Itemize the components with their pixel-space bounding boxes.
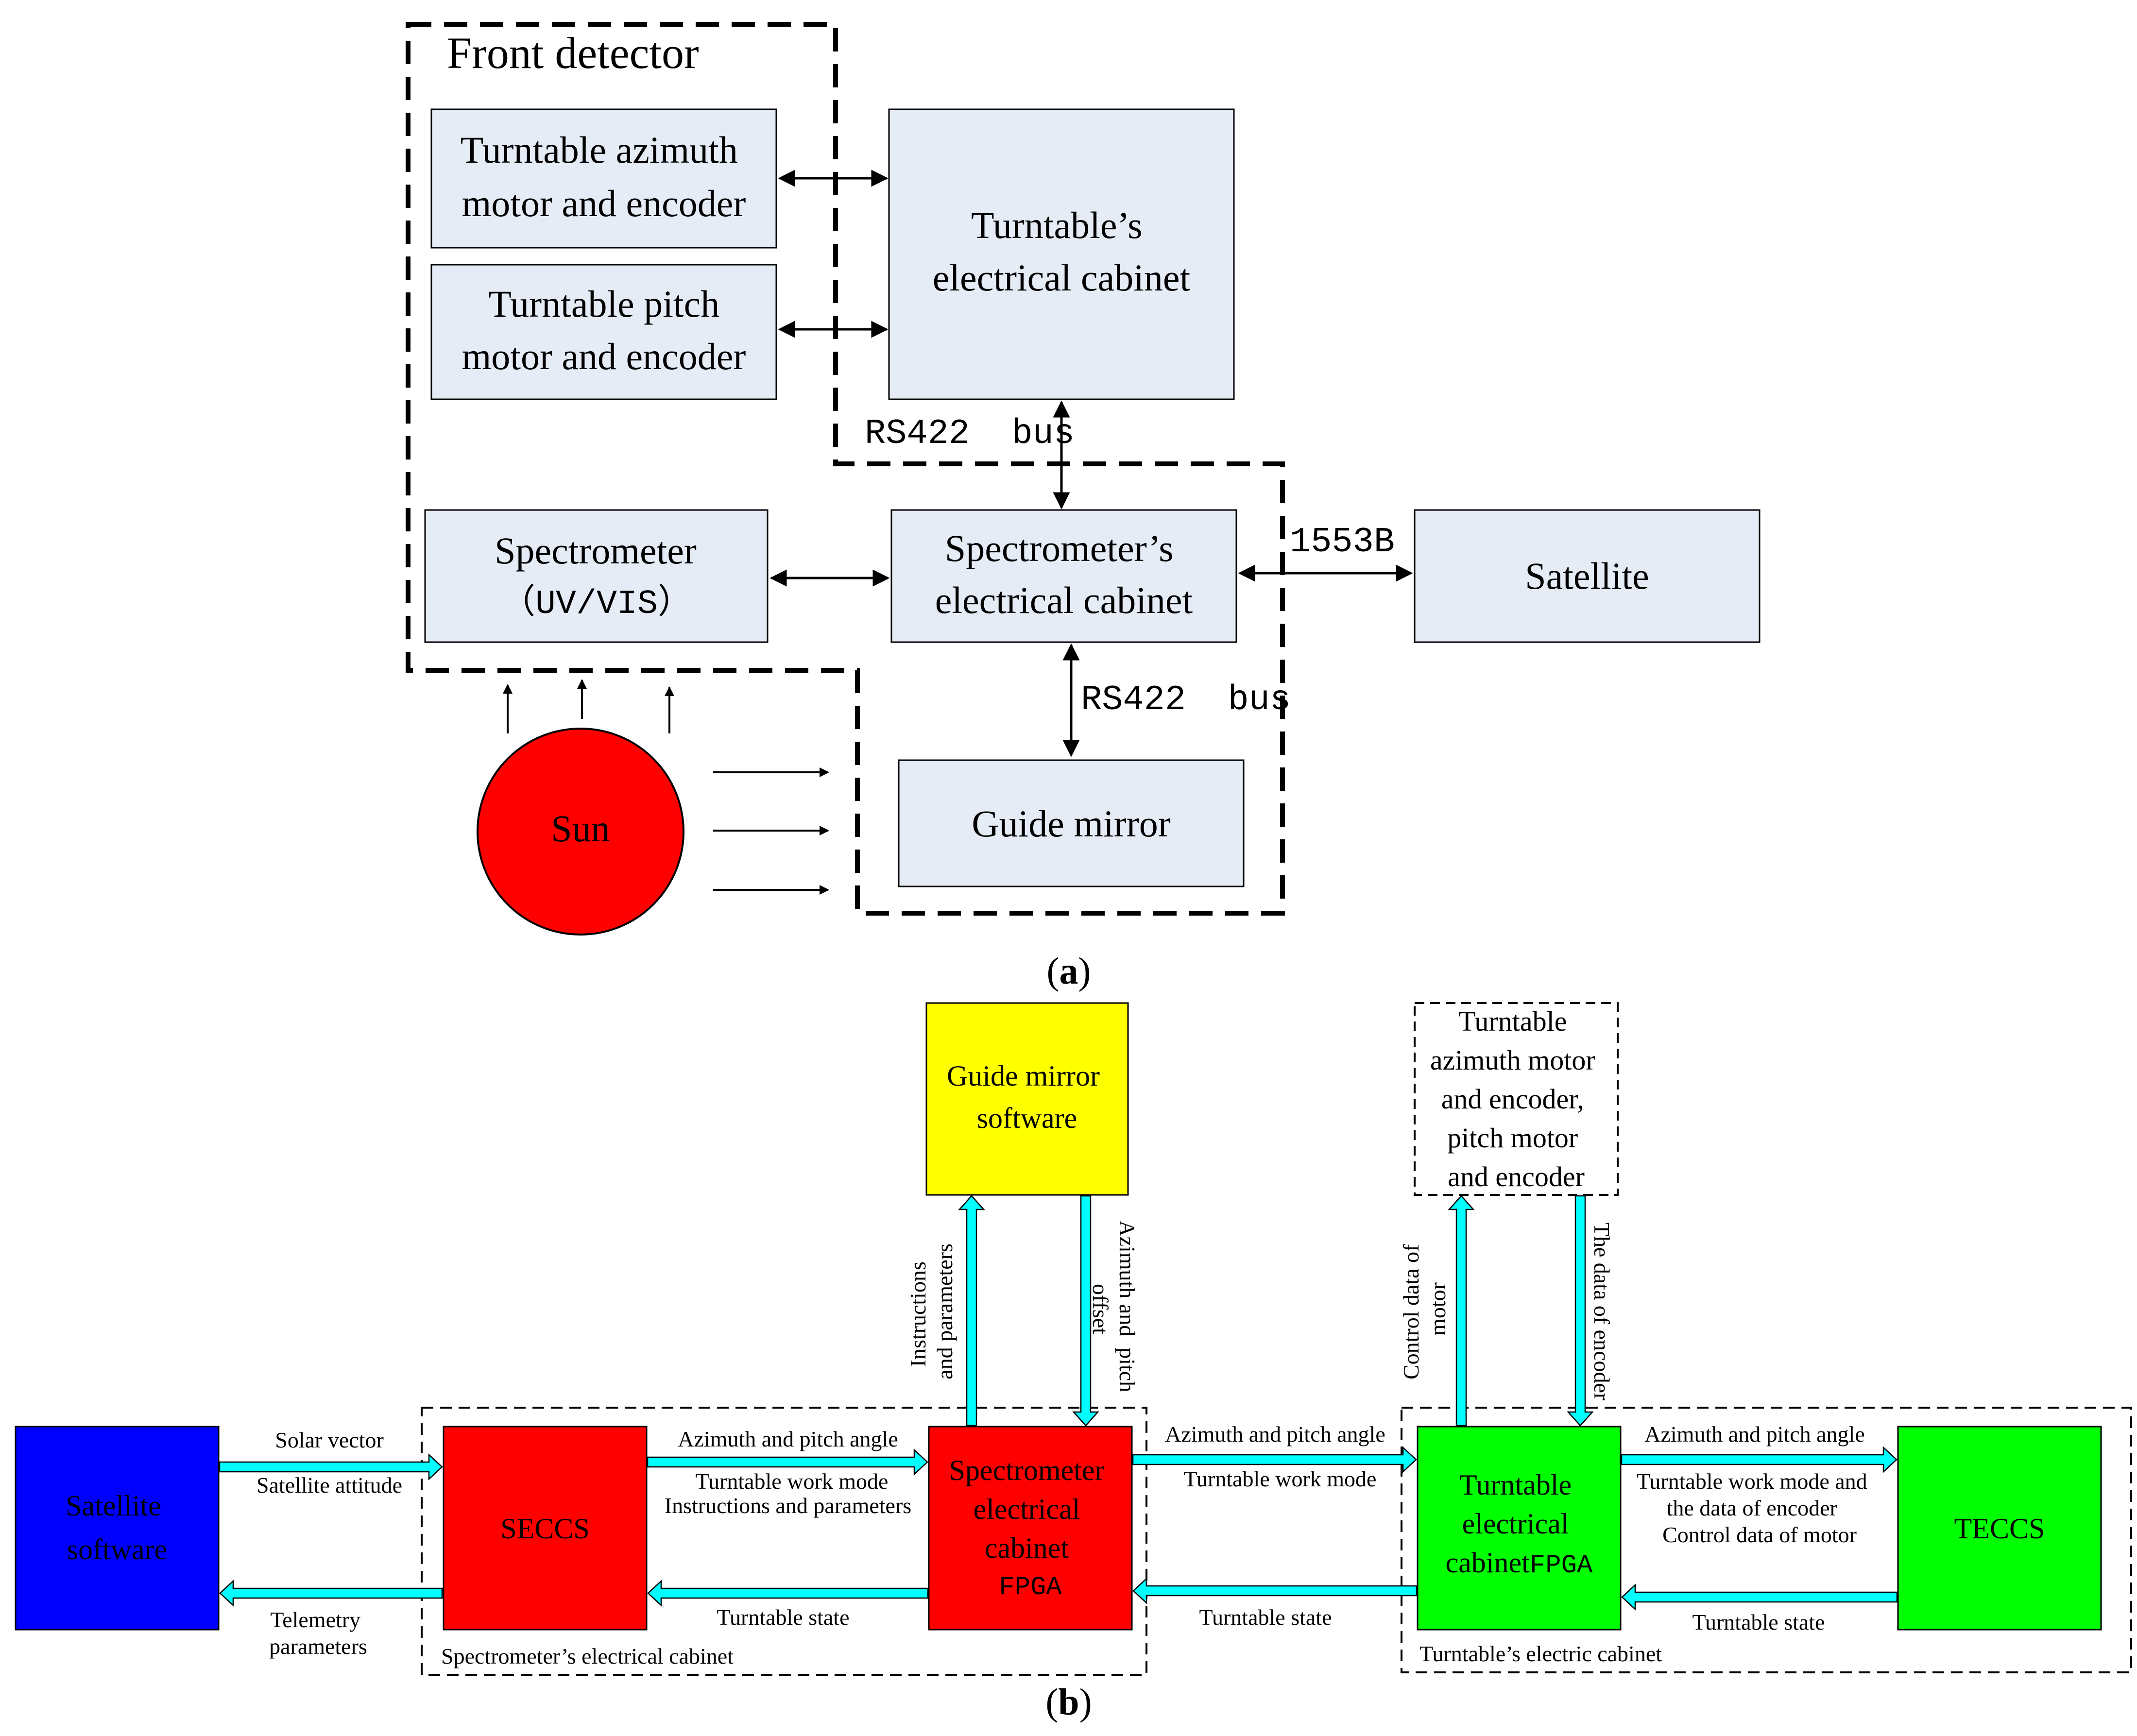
label-mid-mode: Turntable work mode: [1184, 1466, 1377, 1491]
arrow-turntable-to-motors: [1448, 1195, 1475, 1427]
turntable-pitch-box: [430, 264, 777, 400]
label-turntable-state-3: Turntable state: [1693, 1610, 1825, 1634]
panel-a: Front detector Turntable azimuth motor a…: [406, 22, 1761, 992]
turntable-azimuth-box: [430, 108, 777, 249]
label-turntable-state-2: Turntable state: [1199, 1605, 1332, 1630]
arrow-motors-to-turntable: [1567, 1195, 1594, 1427]
motors-encoders-box: [1414, 1002, 1619, 1196]
arrow-spec-to-turntable: [1132, 1446, 1417, 1473]
spectrometer-cabinet-box: [890, 509, 1237, 643]
arrow-spec-to-guide-mirror: [958, 1195, 985, 1427]
turntable-pitch-label: Turntable pitch motor and encoder: [462, 283, 746, 377]
label-mid-angle: Azimuth and pitch angle: [1165, 1422, 1385, 1447]
label-encoder-data-vertical: The data of encoder: [1590, 1223, 1614, 1401]
turntable-cabinet-caption: Turntable’s electric cabinet: [1419, 1641, 1662, 1666]
arrow-seccs-to-spec: [647, 1448, 928, 1476]
label-seccs-instructions: Instructions and parameters: [665, 1493, 911, 1518]
label-seccs-angle: Azimuth and pitch angle: [678, 1427, 898, 1451]
spectrometer-fpga-label: Spectrometer electrical cabinet FPGA: [949, 1454, 1112, 1602]
label-azimuth-offset-vertical: Azimuth and pitch offset: [1088, 1220, 1140, 1397]
turntable-cabinet-label: Turntable’s electrical cabinet: [933, 204, 1191, 299]
caption-b: (b): [1045, 1681, 1092, 1723]
arrow-satellite-to-seccs: [219, 1453, 443, 1481]
satellite-software-label: Satellite software: [66, 1490, 169, 1566]
label-telemetry: Telemetry parameters: [269, 1607, 367, 1659]
satellite-software-box: [15, 1426, 220, 1631]
guide-mirror-software-box: [925, 1002, 1129, 1196]
label-instructions-vertical: Instructions and parameters: [906, 1243, 957, 1379]
arrow-teccs-to-turntable: [1621, 1583, 1898, 1611]
label-satellite-attitude: Satellite attitude: [256, 1473, 402, 1498]
turntable-cabinet-boundary: [1401, 1407, 2132, 1673]
label-control-data-vertical: Control data of motor: [1399, 1239, 1450, 1379]
spectrometer-label: Spectrometer （UV/VIS）: [495, 529, 699, 624]
front-detector-label: Front detector: [447, 28, 699, 78]
label-seccs-mode: Turntable work mode: [696, 1469, 889, 1494]
teccs-box: [1897, 1426, 2102, 1631]
arrow-turntable-to-spec: [1132, 1577, 1418, 1604]
spectrometer-fpga-box: [928, 1426, 1133, 1631]
spectrometer-cabinet-boundary: [421, 1407, 1147, 1676]
label-solar-vector: Solar vector: [275, 1428, 384, 1452]
motors-encoders-label: Turntable azimuth motor and encoder, pit…: [1430, 1005, 1602, 1192]
label-right-mode: Turntable work mode and the data of enco…: [1637, 1469, 1873, 1547]
rs422-top-label: RS422 bus: [865, 414, 1075, 454]
turntable-azimuth-label: Turntable azimuth motor and encoder: [461, 129, 748, 224]
guide-mirror-box: [898, 759, 1245, 887]
spectrometer-box: [424, 509, 769, 643]
spectrometer-cabinet-label: Spectrometer’s electrical cabinet: [935, 527, 1193, 621]
sun-label: Sun: [551, 807, 610, 850]
panel-b: Spectrometer’s electrical cabinet Turnta…: [15, 1002, 2132, 1723]
label-right-angle: Azimuth and pitch angle: [1644, 1422, 1865, 1447]
seccs-label: SECCS: [500, 1513, 589, 1545]
spectrometer-cabinet-caption: Spectrometer’s electrical cabinet: [441, 1644, 734, 1668]
arrow-guide-mirror-to-spec: [1072, 1195, 1099, 1427]
turntable-fpga-box: [1417, 1426, 1622, 1631]
satellite-box: [1414, 509, 1761, 643]
label-turntable-state-1: Turntable state: [717, 1605, 850, 1630]
front-detector-boundary: [406, 22, 1285, 916]
bus-1553b-label: 1553B: [1290, 522, 1395, 562]
seccs-box: [443, 1426, 648, 1631]
caption-a: (a): [1047, 950, 1091, 992]
arrow-turntable-to-teccs: [1621, 1446, 1898, 1473]
guide-mirror-label: Guide mirror: [972, 802, 1170, 845]
satellite-label: Satellite: [1525, 555, 1649, 597]
teccs-label: TECCS: [1954, 1513, 2045, 1545]
sun-circle: [477, 728, 684, 936]
arrow-spec-to-seccs: [647, 1580, 929, 1607]
arrow-seccs-to-satellite: [219, 1580, 443, 1607]
turntable-cabinet-box: [888, 108, 1235, 400]
turntable-fpga-label: Turntable electrical cabinetFPGA: [1446, 1469, 1593, 1581]
rs422-bottom-label: RS422 bus: [1081, 680, 1291, 720]
guide-mirror-software-label: Guide mirror software: [947, 1060, 1107, 1134]
